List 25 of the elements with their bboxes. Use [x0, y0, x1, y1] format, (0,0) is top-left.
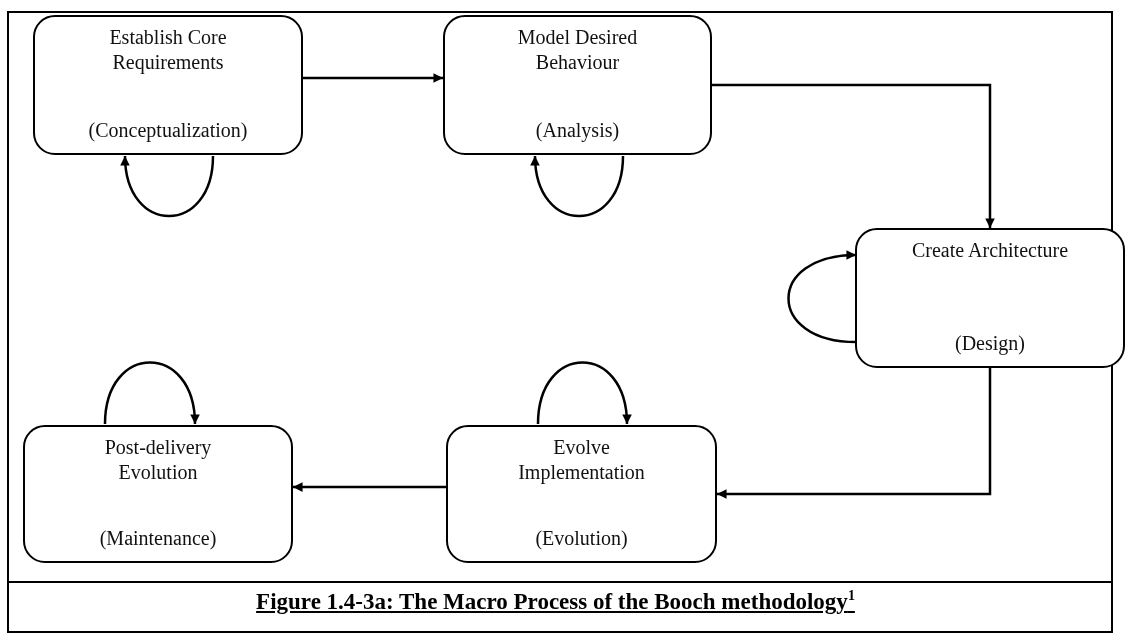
- arrow: [716, 368, 992, 499]
- phase-label: (Conceptualization): [88, 118, 248, 143]
- phase-label: (Analysis): [535, 118, 620, 143]
- process-box: [23, 425, 293, 563]
- self-loop-arrow: [103, 361, 199, 425]
- arrow: [292, 482, 446, 492]
- arrow: [712, 83, 995, 229]
- step-title: Model Desired Behaviour: [516, 25, 639, 75]
- self-loop-arrow: [121, 155, 215, 218]
- arrow: [303, 73, 444, 83]
- figure-caption: Figure 1.4-3a: The Macro Process of the Booch methodology$^{1}$: [255, 588, 856, 615]
- step-title: Create Architecture: [912, 238, 1068, 263]
- process-box: [443, 15, 712, 155]
- phase-label: (Evolution): [535, 526, 628, 551]
- process-box: [855, 228, 1125, 368]
- step-title: Evolve Implementation: [517, 435, 646, 485]
- phase-label: (Design): [955, 331, 1025, 356]
- step-title: Post-delivery Evolution: [103, 435, 213, 485]
- self-loop-arrow: [531, 155, 625, 218]
- process-box: [33, 15, 303, 155]
- process-box: [446, 425, 717, 563]
- phase-label: (Maintenance): [99, 526, 217, 551]
- self-loop-arrow: [787, 251, 857, 344]
- step-title: Establish Core Requirements: [108, 25, 228, 75]
- self-loop-arrow: [536, 361, 631, 425]
